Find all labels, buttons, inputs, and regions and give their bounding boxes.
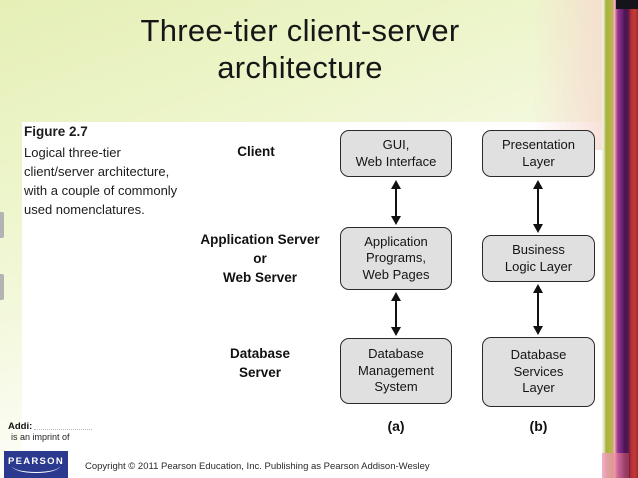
left-edge-tab: [0, 274, 4, 300]
copyright-line: Copyright © 2011 Pearson Education, Inc.…: [85, 461, 430, 472]
double-arrow-icon: [531, 180, 545, 233]
box-presentation-layer: Presentation Layer: [482, 130, 595, 177]
pearson-logo: PEARSON: [4, 451, 68, 478]
box-business-logic-layer: Business Logic Layer: [482, 235, 595, 282]
box-gui-web-interface: GUI, Web Interface: [340, 130, 452, 177]
double-arrow-icon: [531, 284, 545, 335]
imprint-caption: is an imprint of: [11, 432, 70, 442]
figure-caption: Figure 2.7 Logical three-tier client/ser…: [24, 124, 219, 219]
row-label-application-server: Application Server or Web Server: [200, 232, 320, 285]
imprint-name: Addi:: [8, 421, 33, 432]
figure-panel: [22, 122, 602, 478]
pearson-swoosh-icon: [12, 466, 60, 473]
stripe-top-cap: [616, 0, 638, 9]
column-a-tag: (a): [387, 418, 405, 434]
column-b-tag: (b): [529, 418, 548, 434]
double-arrow-icon: [389, 292, 403, 336]
box-database-management-system: Database Management System: [340, 338, 452, 404]
slide-title: Three-tier client-server architecture: [140, 13, 460, 85]
background-warm-glow: [532, 0, 602, 150]
row-label-client: Client: [237, 144, 275, 159]
figure-caption-text: Logical three-tier client/server archite…: [24, 145, 178, 217]
row-label-database-server: Database Server: [229, 346, 291, 380]
box-application-programs: Application Programs, Web Pages: [340, 227, 452, 290]
stripe-bottom-tint: [602, 453, 629, 478]
pearson-logo-text: PEARSON: [7, 456, 65, 467]
box-database-services-layer: Database Services Layer: [482, 337, 595, 407]
imprint-dotted-rule: [34, 429, 92, 430]
decorative-stripe-band: [602, 0, 638, 478]
left-edge-tab: [0, 212, 4, 238]
figure-caption-number: Figure 2.7: [24, 124, 88, 139]
double-arrow-icon: [389, 180, 403, 225]
